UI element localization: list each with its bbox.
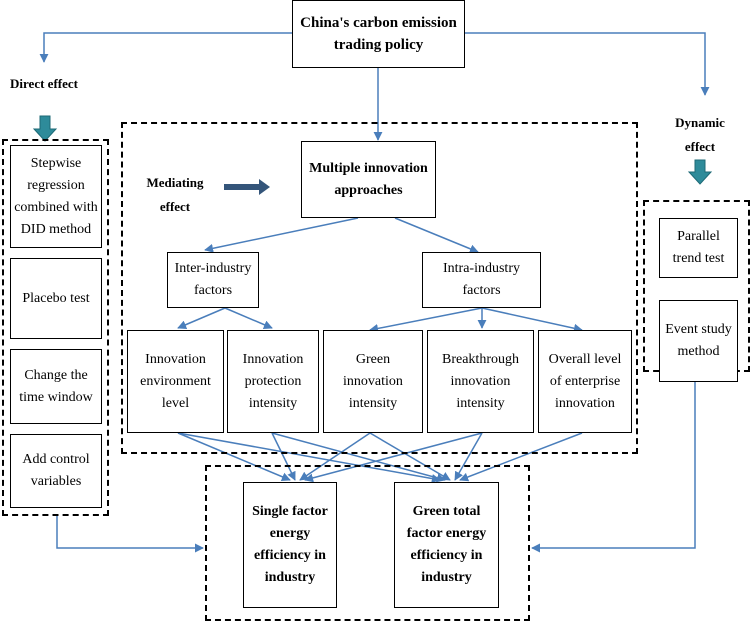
connector-green-to-out2 xyxy=(369,432,451,481)
direct-effect-down-arrow-icon xyxy=(32,115,58,142)
dynamic-effect-down-arrow-icon xyxy=(687,159,713,185)
connector-env-to-out2 xyxy=(177,432,441,483)
dynamic-item-parallel-trend-test: Parallel trend test xyxy=(659,218,738,278)
connector-green-to-out1 xyxy=(299,432,371,481)
mediating-effect-label: Mediating effect xyxy=(146,175,204,214)
direct-effect-group xyxy=(2,139,109,516)
direct-item-stepwise-regression: Stepwise regression combined with DID me… xyxy=(10,145,102,248)
connector-center-to-inter xyxy=(204,217,359,253)
connector-direct-to-outcomes xyxy=(56,515,204,553)
connector-prot-to-out2 xyxy=(271,432,446,483)
direct-item-placebo-test: Placebo test xyxy=(10,258,102,339)
factor-innovation-environment-level: Innovation environment level xyxy=(127,330,224,433)
connector-inter-to-prot xyxy=(224,307,273,329)
connector-dynamic-to-outcomes xyxy=(531,372,696,553)
mediating-effect-right-arrow-icon xyxy=(224,179,270,195)
connector-policy-to-direct xyxy=(39,32,292,63)
connector-env-to-out1 xyxy=(177,432,291,482)
connector-breakthrough-to-out2 xyxy=(454,432,483,481)
direct-effect-label: Direct effect xyxy=(10,76,78,91)
connector-policy-to-dynamic xyxy=(465,32,710,96)
intra-industry-factors-box: Intra-industry factors xyxy=(422,252,541,308)
inter-industry-factors-box: Inter-industry factors xyxy=(167,252,259,308)
dynamic-item-event-study-method: Event study method xyxy=(659,300,738,382)
factor-green-innovation-intensity: Green innovation intensity xyxy=(323,330,423,433)
connector-center-to-intra xyxy=(394,217,479,254)
connector-overall-to-out2 xyxy=(459,432,583,482)
direct-item-change-time-window: Change the time window xyxy=(10,349,102,424)
outcome-single-factor-energy-efficiency: Single factor energy efficiency in indus… xyxy=(243,482,337,608)
connector-prot-to-out1 xyxy=(271,432,296,481)
dynamic-effect-label: Dynamic effect xyxy=(675,115,725,154)
factor-innovation-protection-intensity: Innovation protection intensity xyxy=(227,330,319,433)
direct-item-add-control-variables: Add control variables xyxy=(10,434,102,508)
multiple-innovation-approaches-box: Multiple innovation approaches xyxy=(301,141,436,218)
mediating-effect-group xyxy=(121,122,638,454)
policy-text: China's carbon emission trading policy xyxy=(300,15,457,53)
factor-breakthrough-innovation-intensity: Breakthrough innovation intensity xyxy=(427,330,534,433)
connector-intra-to-overall xyxy=(481,307,583,333)
connector-inter-to-env xyxy=(177,307,226,329)
outcome-green-total-factor-energy-efficiency: Green total factor energy efficiency in … xyxy=(394,482,499,608)
outcome-group xyxy=(205,465,530,621)
carbon-emission-trading-policy-box: China's carbon emission trading policy xyxy=(292,0,465,68)
connector-breakthrough-to-out1 xyxy=(304,432,483,483)
factor-overall-enterprise-innovation: Overall level of enterprise innovation xyxy=(538,330,632,433)
connector-intra-to-green xyxy=(369,307,483,333)
